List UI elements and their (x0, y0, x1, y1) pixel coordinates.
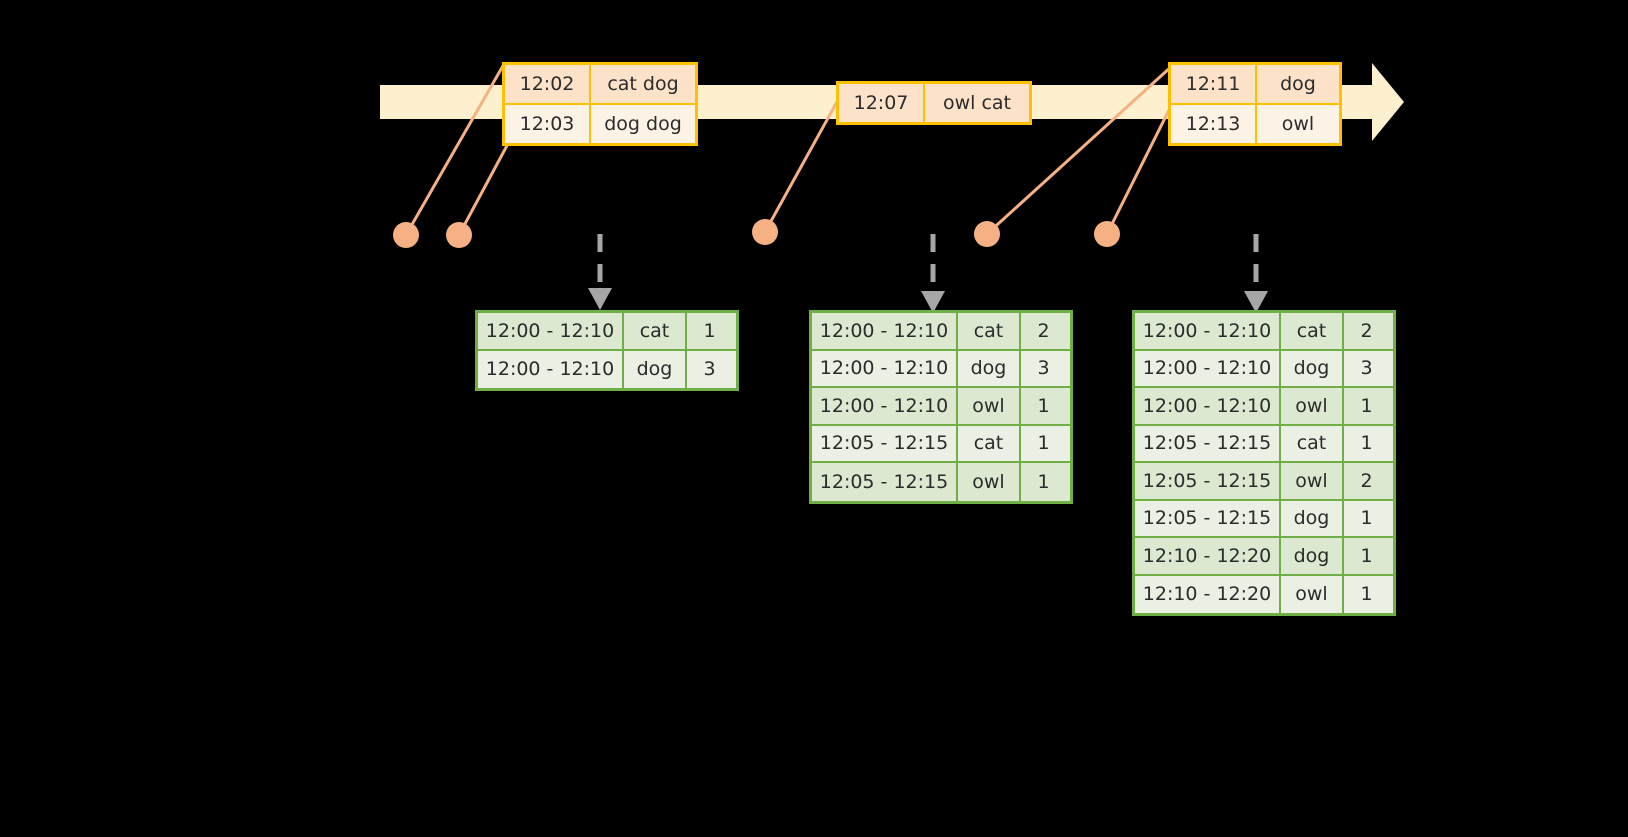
count-cell: 2 (1360, 319, 1373, 342)
count-cell: 1 (1037, 394, 1050, 417)
window-cell: 12:00 - 12:10 (478, 313, 624, 349)
event-words: cat dog (607, 73, 679, 95)
dot-1 (393, 222, 419, 248)
key-cell: cat (1281, 425, 1344, 461)
connector-3 (763, 98, 840, 234)
connector-5 (1105, 102, 1174, 236)
window-cell: 12:00 - 12:10 (812, 313, 958, 349)
count-cell: 2 (1360, 469, 1373, 492)
window-cell: 12:00 - 12:10 (1135, 350, 1281, 386)
window-cell: 12:05 - 12:15 (812, 463, 958, 501)
count-cell: 1 (703, 319, 716, 342)
connector-1 (404, 62, 506, 237)
count-cell: 2 (1037, 319, 1050, 342)
event-group-2[interactable]: 12:07 owl cat (836, 81, 1032, 125)
window-cell: 12:05 - 12:15 (1135, 463, 1281, 499)
count-cell: 1 (1360, 583, 1373, 606)
key-cell: owl (1281, 463, 1344, 499)
window-cell: 12:00 - 12:10 (1135, 313, 1281, 349)
event-row: 12:07 owl cat (839, 84, 1029, 122)
count-cell: 1 (1360, 432, 1373, 455)
window-cell: 12:00 - 12:10 (478, 350, 624, 388)
count-cell: 1 (1037, 470, 1050, 493)
event-words: dog (1280, 73, 1316, 95)
dot-2 (446, 222, 472, 248)
key-cell: owl (1281, 388, 1344, 424)
event-row: 12:11 dog (1171, 65, 1339, 103)
key-cell: owl (958, 463, 1021, 501)
event-timestamp: 12:03 (505, 105, 591, 143)
window-cell: 12:00 - 12:10 (1135, 388, 1281, 424)
key-cell: owl (958, 388, 1021, 424)
window-cell: 12:10 - 12:20 (1135, 538, 1281, 574)
dot-3 (752, 219, 778, 245)
event-group-1[interactable]: 12:02 cat dog 12:03 dog dog (502, 62, 698, 146)
window-cell: 12:00 - 12:10 (812, 350, 958, 386)
key-cell: dog (958, 350, 1021, 386)
event-timestamp: 12:11 (1171, 65, 1257, 103)
key-cell: cat (624, 313, 687, 349)
count-cell: 1 (1037, 432, 1050, 455)
key-cell: dog (1281, 350, 1344, 386)
key-cell: dog (624, 350, 687, 388)
count-cell: 3 (1037, 357, 1050, 380)
key-cell: cat (958, 313, 1021, 349)
count-cell: 1 (1360, 507, 1373, 530)
event-group-3[interactable]: 12:11 dog 12:13 owl (1168, 62, 1342, 146)
connector-2 (457, 138, 512, 237)
window-cell: 12:05 - 12:15 (1135, 500, 1281, 536)
dot-5 (1094, 221, 1120, 247)
key-cell: cat (958, 425, 1021, 461)
dashed-arrow-1-head (588, 288, 612, 310)
key-cell: cat (1281, 313, 1344, 349)
event-timestamp: 12:07 (839, 84, 925, 122)
window-cell: 12:00 - 12:10 (812, 388, 958, 424)
dot-4 (974, 221, 1000, 247)
window-cell: 12:10 - 12:20 (1135, 575, 1281, 613)
count-cell: 3 (703, 358, 716, 381)
window-cell: 12:05 - 12:15 (1135, 425, 1281, 461)
event-timestamp: 12:13 (1171, 105, 1257, 143)
count-cell: 1 (1360, 394, 1373, 417)
event-timestamp: 12:02 (505, 65, 591, 103)
event-dots-group (393, 219, 1120, 248)
key-cell: dog (1281, 500, 1344, 536)
key-cell: owl (1281, 575, 1344, 613)
event-row: 12:03 dog dog (505, 103, 695, 143)
event-row: 12:13 owl (1171, 103, 1339, 143)
event-words: owl cat (942, 92, 1012, 114)
event-row: 12:02 cat dog (505, 65, 695, 103)
key-cell: dog (1281, 538, 1344, 574)
event-words: owl (1281, 113, 1315, 135)
window-cell: 12:05 - 12:15 (812, 425, 958, 461)
count-cell: 1 (1360, 544, 1373, 567)
count-cell: 3 (1360, 357, 1373, 380)
dashed-arrows-group (588, 234, 1268, 313)
event-words: dog dog (604, 113, 682, 135)
